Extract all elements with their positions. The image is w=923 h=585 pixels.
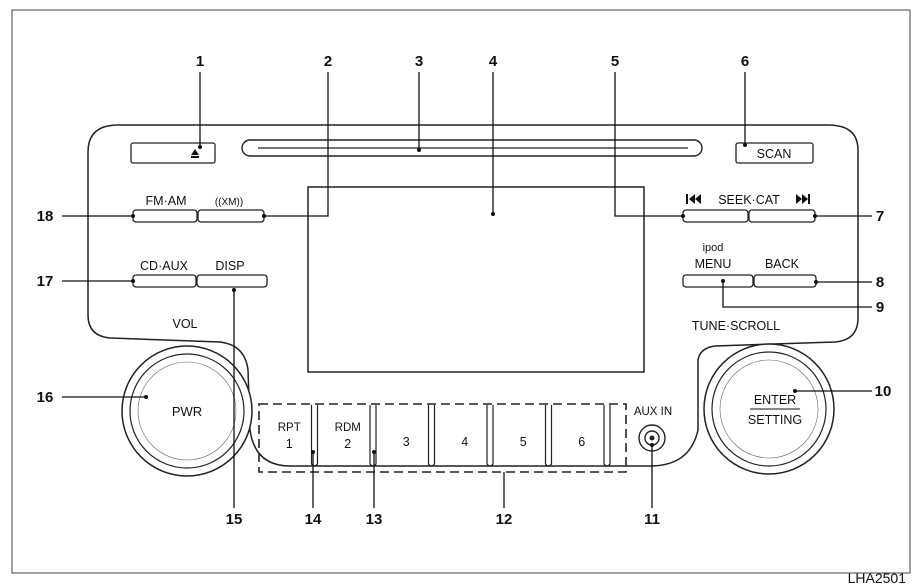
callout-8: 8	[876, 274, 884, 291]
preset-sublabel: RDM	[335, 422, 361, 434]
figure-frame	[11, 9, 911, 574]
callout-14: 14	[305, 511, 322, 528]
preset-divider	[603, 405, 611, 467]
cd-aux-button[interactable]	[132, 274, 197, 288]
preset-button-2[interactable]	[320, 407, 369, 464]
disp-label: DISP	[215, 259, 244, 273]
preset-number: 6	[578, 435, 585, 449]
disp-button[interactable]	[196, 274, 268, 288]
callout-numbers: 1 2 3 4 5 6 7 8 9 10 11 12 13 14 15 16 1…	[37, 53, 892, 528]
callout-15: 15	[226, 511, 243, 528]
callout-18: 18	[37, 208, 54, 225]
pwr-knob[interactable]	[121, 345, 253, 477]
skip-back-icon	[686, 194, 701, 204]
cd-aux-label: CD·AUX	[140, 259, 189, 273]
aux-in-label: AUX IN	[634, 406, 672, 418]
tune-scroll-label: TUNE·SCROLL	[692, 319, 780, 333]
menu-button[interactable]	[682, 274, 754, 288]
scan-label: SCAN	[757, 147, 792, 161]
back-button[interactable]	[753, 274, 817, 288]
aux-in-jack[interactable]	[638, 424, 666, 452]
preset-number: 1	[286, 437, 293, 451]
xm-button[interactable]	[197, 209, 265, 223]
preset-sublabel: RPT	[278, 422, 301, 434]
callout-16: 16	[37, 389, 54, 406]
preset-number: 4	[461, 435, 468, 449]
seek-cat-label: SEEK·CAT	[718, 193, 780, 207]
seek-prev-button[interactable]	[682, 209, 749, 223]
preset-divider	[544, 405, 553, 467]
preset-divider	[486, 405, 494, 467]
callout-lines	[62, 72, 872, 508]
skip-forward-icon	[796, 194, 810, 204]
fm-am-label: FM·AM	[146, 194, 187, 208]
preset-button-1[interactable]	[261, 407, 310, 464]
callout-5: 5	[611, 53, 619, 70]
callout-3: 3	[415, 53, 423, 70]
callout-1: 1	[196, 53, 204, 70]
scan-button[interactable]	[735, 142, 814, 164]
eject-button[interactable]	[130, 142, 216, 164]
eject-icon	[191, 149, 199, 158]
callout-7: 7	[876, 208, 884, 225]
preset-buttons: RPT 1 RDM 2 3 4 5 6	[261, 405, 611, 467]
preset-number: 5	[520, 435, 527, 449]
seek-next-button[interactable]	[748, 209, 816, 223]
fm-am-button[interactable]	[132, 209, 198, 223]
preset-number: 3	[403, 435, 410, 449]
callout-17: 17	[37, 273, 54, 290]
callout-2: 2	[324, 53, 332, 70]
radio-faceplate	[87, 124, 859, 467]
setting-label: SETTING	[748, 413, 802, 427]
callout-4: 4	[489, 53, 498, 70]
enter-label: ENTER	[754, 393, 796, 407]
callout-13: 13	[366, 511, 383, 528]
preset-buttons-group	[258, 403, 627, 473]
cd-slot	[241, 139, 703, 157]
callout-12: 12	[496, 511, 513, 528]
callout-9: 9	[876, 299, 884, 316]
callout-6: 6	[741, 53, 749, 70]
preset-number: 2	[344, 437, 351, 451]
back-label: BACK	[765, 257, 800, 271]
xm-label: ((XM))	[215, 197, 243, 208]
menu-label: MENU	[695, 257, 732, 271]
vol-label: VOL	[172, 317, 197, 331]
pwr-label: PWR	[172, 404, 202, 419]
callout-11: 11	[644, 511, 660, 528]
preset-divider	[310, 405, 319, 467]
display-screen	[307, 186, 645, 373]
callout-10: 10	[875, 383, 892, 400]
preset-divider	[427, 405, 436, 467]
figure-id: LHA2501	[848, 570, 907, 585]
preset-divider	[369, 405, 377, 467]
ipod-label: ipod	[703, 242, 724, 254]
